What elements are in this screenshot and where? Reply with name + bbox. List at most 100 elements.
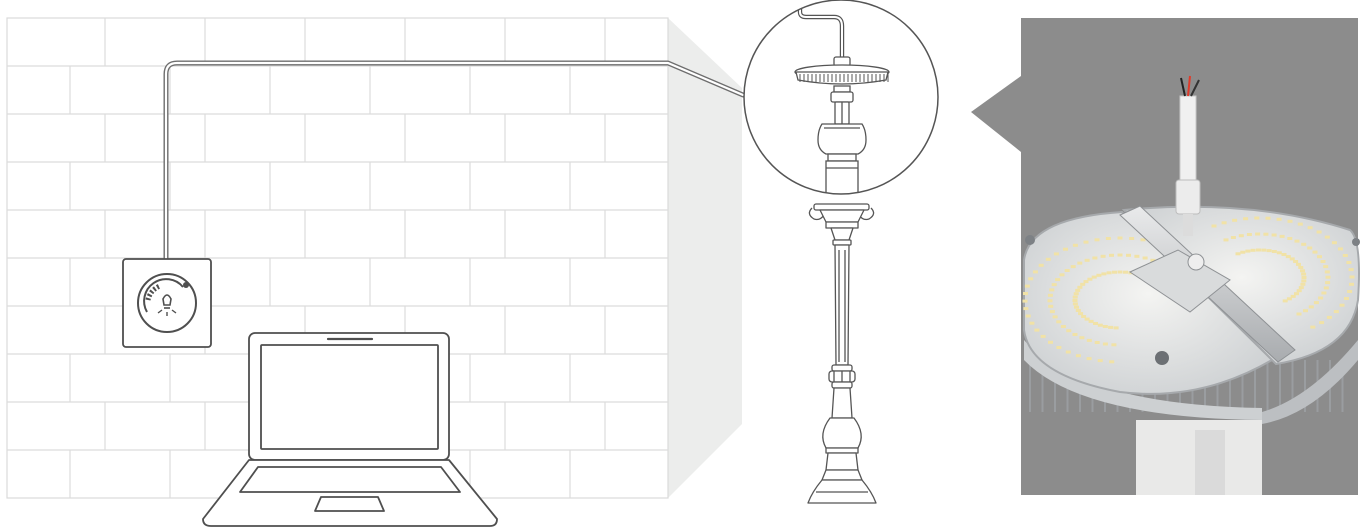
led-chip	[1307, 246, 1313, 250]
led-chip	[1344, 297, 1349, 300]
led-chip	[1072, 302, 1078, 306]
led-chip	[1238, 234, 1244, 238]
led-chip	[1290, 294, 1296, 298]
led-chip	[1134, 254, 1140, 258]
led-chip	[1075, 354, 1081, 358]
led-chip	[1266, 249, 1272, 253]
led-chip	[1105, 237, 1111, 240]
led-chip	[1301, 276, 1307, 279]
led-chip	[1246, 233, 1252, 236]
led-chip	[1296, 289, 1302, 293]
led-chip	[1263, 232, 1269, 236]
led-chip	[1094, 238, 1100, 242]
led-chip	[1092, 256, 1098, 260]
led-chip	[1055, 278, 1061, 282]
lamp-post-icon	[807, 203, 877, 504]
led-chip	[1047, 299, 1053, 303]
led-chip	[1303, 309, 1308, 313]
led-chip	[1117, 270, 1123, 274]
led-chip	[1221, 221, 1227, 225]
led-chip	[1294, 292, 1299, 296]
led-chip	[1077, 285, 1083, 289]
led-chip	[1028, 277, 1034, 281]
led-chip	[1318, 296, 1324, 300]
led-chip	[1245, 249, 1251, 253]
led-chip	[1070, 265, 1076, 269]
led-chip	[1024, 284, 1030, 288]
led-chip	[1294, 239, 1300, 243]
led-chip	[1285, 255, 1291, 259]
led-chip	[1097, 359, 1103, 363]
led-chip	[1083, 240, 1089, 244]
led-chip	[1112, 270, 1117, 274]
led-chip	[1080, 282, 1086, 286]
led-chip	[1276, 217, 1282, 221]
led-chip	[1286, 297, 1292, 301]
led-chip	[1111, 343, 1117, 347]
led-chip	[1049, 310, 1055, 314]
led-chip	[1084, 317, 1090, 321]
led-chip	[1243, 217, 1249, 221]
led-chip	[1129, 237, 1135, 240]
led-chip	[1048, 304, 1054, 308]
led-chip	[1126, 253, 1131, 257]
led-chip	[1321, 291, 1327, 295]
laptop-icon	[202, 332, 498, 527]
led-chip	[1296, 312, 1302, 316]
led-chip	[1063, 247, 1068, 251]
led-chip	[1040, 334, 1046, 338]
led-chip	[1307, 226, 1313, 230]
led-chip	[1320, 260, 1326, 263]
led-chip	[1078, 312, 1084, 316]
led-chip	[1289, 257, 1295, 261]
led-chip	[1301, 242, 1307, 246]
led-chip	[1059, 273, 1065, 277]
led-chip	[1276, 251, 1282, 255]
led-chip	[1049, 288, 1055, 292]
led-chip	[1316, 230, 1322, 234]
led-chip	[1301, 272, 1307, 276]
led-chip	[1074, 305, 1079, 309]
led-chip	[1140, 238, 1146, 242]
led-chip	[1108, 325, 1114, 329]
led-chip	[1271, 233, 1277, 237]
led-chip	[1045, 257, 1051, 261]
led-chip	[1342, 254, 1348, 257]
led-chip	[1265, 216, 1271, 220]
power-cable	[163, 60, 746, 261]
led-chip	[1117, 236, 1123, 240]
wall-shadow	[668, 18, 742, 498]
led-chip	[1211, 224, 1217, 228]
led-chip	[1077, 261, 1083, 265]
led-chip	[1025, 314, 1031, 318]
led-chip	[1091, 275, 1097, 279]
led-chip	[1256, 248, 1261, 252]
led-chip	[1087, 277, 1093, 281]
led-chip	[1083, 280, 1089, 284]
led-chip	[1296, 262, 1301, 266]
product-photo	[971, 18, 1360, 495]
led-chip	[1065, 350, 1071, 354]
led-chip	[1323, 286, 1329, 290]
led-chip	[1022, 299, 1028, 303]
led-chip	[1347, 290, 1353, 293]
led-chip	[1232, 218, 1238, 222]
led-chip	[1097, 323, 1103, 327]
led-chip	[1034, 328, 1040, 332]
led-chip	[1333, 310, 1339, 314]
led-chip	[1323, 265, 1329, 269]
led-chip	[1051, 283, 1057, 287]
led-chip	[1223, 238, 1229, 242]
led-chip	[1072, 243, 1078, 247]
led-chip	[1319, 321, 1325, 325]
led-chip	[1348, 268, 1354, 272]
led-chip	[1088, 319, 1094, 323]
led-chip	[1254, 216, 1260, 220]
led-chip	[1317, 255, 1322, 259]
led-chip	[1123, 270, 1128, 274]
led-chip	[1282, 299, 1288, 303]
led-chip	[1075, 288, 1081, 292]
led-chip	[1287, 237, 1293, 240]
led-chip	[1300, 269, 1305, 273]
led-chip	[1056, 346, 1062, 349]
